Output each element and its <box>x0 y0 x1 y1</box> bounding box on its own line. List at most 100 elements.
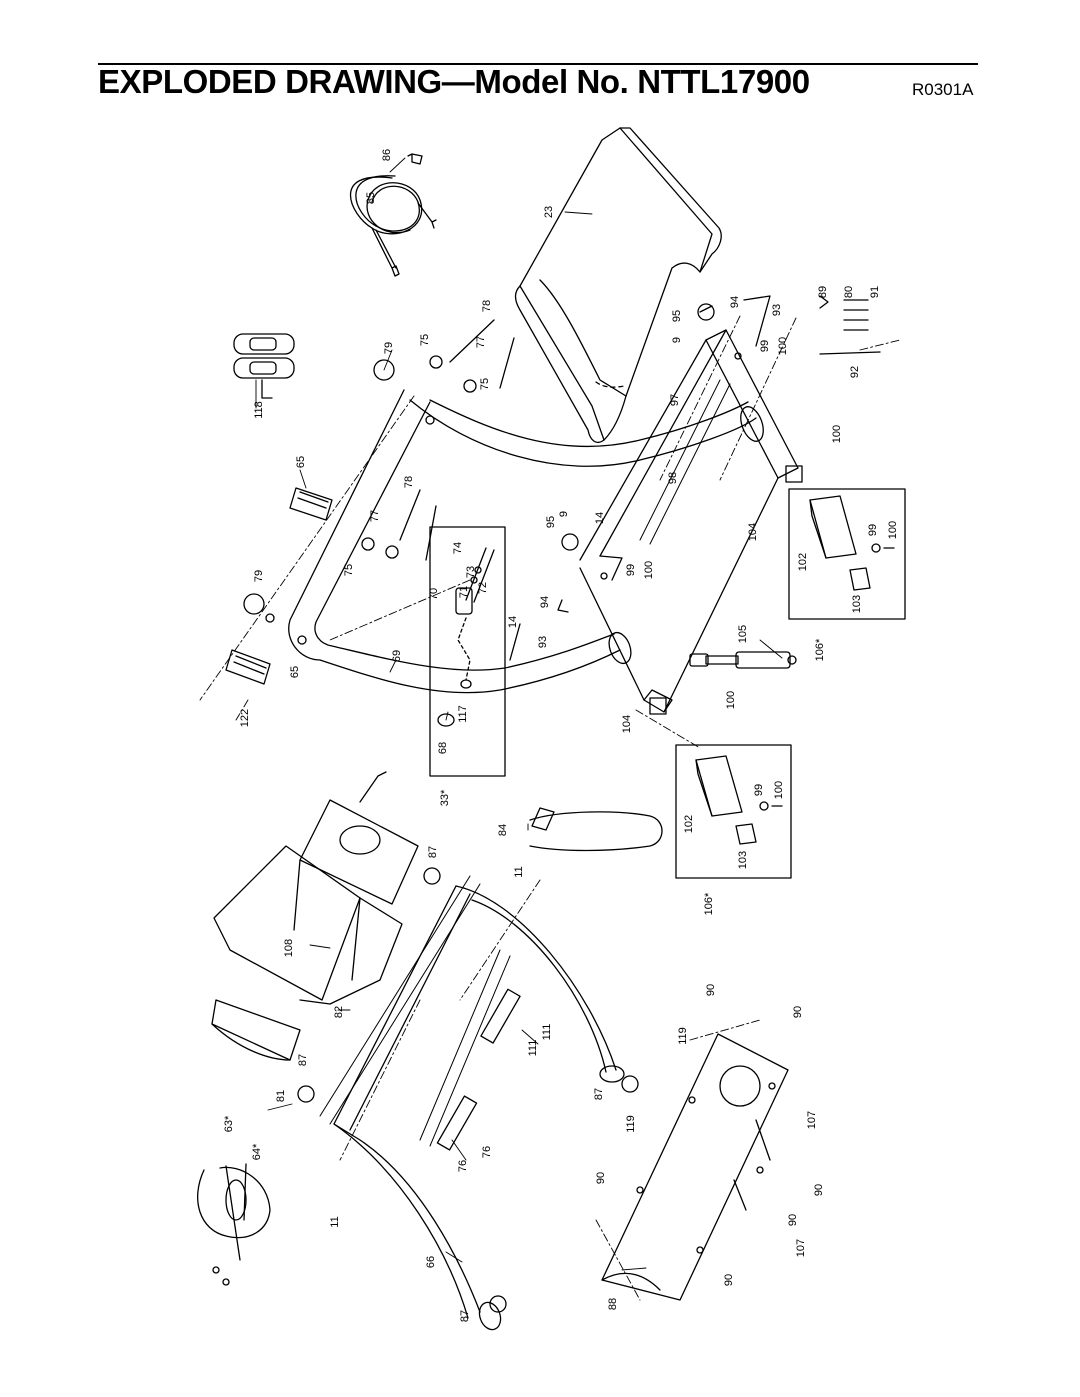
part-label: 23 <box>543 206 555 218</box>
part-label: 11 <box>329 1216 341 1227</box>
part-label: 78 <box>403 476 415 488</box>
part-label: 97 <box>669 394 681 406</box>
part-label: 87 <box>297 1054 309 1066</box>
part-label: 95 <box>545 516 557 528</box>
part-label: 90 <box>723 1274 735 1286</box>
part-label: 69 <box>391 650 403 662</box>
part-label: 82 <box>333 1006 345 1018</box>
part-label: 122 <box>239 709 251 727</box>
part-label: 90 <box>705 984 717 996</box>
part-label: 86 <box>381 149 393 161</box>
part-label: 81 <box>275 1090 287 1102</box>
motor-hood <box>514 127 722 444</box>
assembly-lines <box>199 315 901 1301</box>
part-label: 65 <box>289 666 301 678</box>
part-label: 119 <box>625 1115 637 1133</box>
part-label: 104 <box>621 715 633 733</box>
part-label: 78 <box>481 300 493 312</box>
part-label: 108 <box>283 939 295 957</box>
part-label: 76 <box>481 1146 493 1158</box>
part-label: 107 <box>795 1239 807 1257</box>
part-label: 94 <box>539 596 551 608</box>
part-label: 66 <box>425 1256 437 1268</box>
part-label: 75 <box>343 564 355 576</box>
part-label: 75 <box>419 334 431 346</box>
part-label: 90 <box>595 1172 607 1184</box>
inset-106-bottom <box>675 744 792 879</box>
part-label: 104 <box>747 523 759 541</box>
part-label: 14 <box>594 512 606 524</box>
drawing-code: R0301A <box>912 80 974 99</box>
part-label: 87 <box>593 1088 605 1100</box>
dumbbells <box>233 333 295 399</box>
part-label: 102 <box>683 815 695 833</box>
foot-84 <box>529 807 663 852</box>
part-label: 74 <box>452 542 464 554</box>
part-label: 63* <box>223 1115 235 1132</box>
part-label: 84 <box>497 824 509 836</box>
part-label: 100 <box>831 425 843 443</box>
part-label: 77 <box>475 336 487 348</box>
part-label: 91 <box>869 286 881 298</box>
part-label: 103 <box>737 851 749 869</box>
part-label: 93 <box>771 304 783 316</box>
part-label: 14 <box>507 616 519 628</box>
part-label: 85 <box>365 192 377 204</box>
chest-strap <box>197 1163 271 1286</box>
part-label: 92 <box>849 366 861 378</box>
part-label: 106* <box>703 892 715 915</box>
part-label: 106* <box>814 638 826 661</box>
part-label: 9 <box>558 511 570 517</box>
handgrips <box>225 487 333 685</box>
part-label: 79 <box>383 342 395 354</box>
part-label: 100 <box>725 691 737 709</box>
inset-33 <box>429 526 506 777</box>
title-rule <box>98 63 978 65</box>
part-label: 64* <box>251 1143 263 1160</box>
part-label: 80 <box>843 286 855 298</box>
part-label: 119 <box>677 1027 689 1045</box>
inset-106-top <box>788 488 906 620</box>
part-label: 90 <box>787 1214 799 1226</box>
part-label: 87 <box>459 1310 471 1322</box>
part-label: 111 <box>541 1024 553 1041</box>
console-cover <box>601 1033 789 1301</box>
upright-frame <box>265 389 764 694</box>
part-label: 94 <box>729 296 741 308</box>
part-label: 9 <box>671 337 683 343</box>
part-label: 98 <box>667 472 679 484</box>
part-label: 75 <box>479 378 491 390</box>
part-label: 107 <box>806 1111 818 1129</box>
cable-assembly <box>349 153 437 277</box>
console-base <box>211 771 419 1061</box>
base-frame <box>579 329 803 715</box>
part-label: 68 <box>437 742 449 754</box>
part-label: 111 <box>527 1040 539 1057</box>
part-label: 99 <box>867 524 879 536</box>
part-label: 90 <box>792 1006 804 1018</box>
part-label: 103 <box>851 595 863 613</box>
part-label: 99 <box>753 784 765 796</box>
hardware <box>243 295 881 1313</box>
motor-105 <box>689 651 797 669</box>
part-label: 71 <box>458 586 470 598</box>
part-label: 73 <box>465 566 477 578</box>
part-label: 72 <box>477 582 489 594</box>
part-label: 87 <box>427 846 439 858</box>
part-label: 102 <box>797 553 809 571</box>
part-label: 77 <box>369 510 381 522</box>
part-label: 70 <box>428 588 440 600</box>
part-label: 90 <box>813 1184 825 1196</box>
part-label: 100 <box>887 521 899 539</box>
part-label: 65 <box>295 456 307 468</box>
part-label: 93 <box>537 636 549 648</box>
part-label: 88 <box>607 1298 619 1310</box>
part-label: 99 <box>759 340 771 352</box>
part-label: 100 <box>777 337 789 355</box>
part-label: 118 <box>253 401 265 419</box>
part-label: 100 <box>773 781 785 799</box>
part-label: 105 <box>737 625 749 643</box>
